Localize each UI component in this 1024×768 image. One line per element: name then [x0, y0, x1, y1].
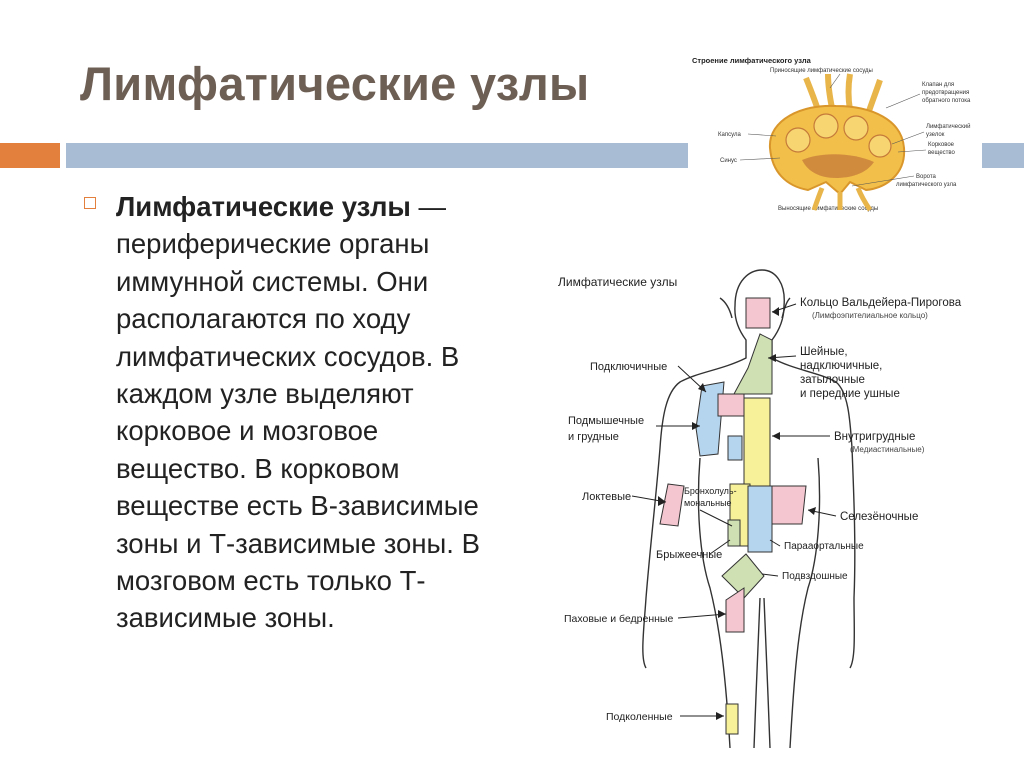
- lymph-node-body: [768, 104, 906, 196]
- region-axillary: [695, 381, 725, 457]
- accent-band-blue-right: [982, 143, 1024, 168]
- label-cortex-1: Корковое: [928, 142, 955, 148]
- leader-line: [739, 157, 781, 161]
- leader-line: [829, 73, 841, 89]
- region-subclavian: [717, 393, 745, 417]
- label-bronchopulm-1: Бронхолуль-: [684, 486, 737, 496]
- label-cervical-1: Шейные,: [800, 346, 848, 358]
- label-cervical-2: надключичные,: [800, 360, 882, 372]
- region-waldeyer: [745, 297, 771, 329]
- label-paraaortic: Парааортальные: [784, 541, 864, 552]
- efferent-vessel: [855, 187, 873, 212]
- body-paragraph: Лимфатические узлы — периферические орга…: [116, 188, 506, 637]
- label-valve-1: Клапан для: [922, 82, 954, 88]
- arrow-heads: [658, 307, 816, 720]
- accent-band-blue: [66, 143, 688, 168]
- leader-line: [897, 149, 927, 153]
- label-nodule-1: Лимфатический: [926, 123, 970, 130]
- label-cervical-3: затылочные: [800, 374, 865, 386]
- afferent-vessel: [865, 79, 883, 115]
- lymph-nodule: [785, 127, 811, 153]
- region-iliac: [721, 553, 765, 599]
- label-intrathoracic-sub: (Медиастинальные): [850, 445, 925, 454]
- label-splenic: Селезёночные: [840, 511, 918, 523]
- region-mesenteric-lower: [727, 519, 741, 547]
- lymph-nodule: [843, 115, 869, 141]
- label-cortex-2: вещество: [928, 150, 956, 156]
- label-waldeyer: Кольцо Вальдейера-Пирогова: [800, 297, 962, 309]
- slide-title: Лимфатические узлы: [80, 57, 590, 110]
- lymph-node-structure-diagram: Строение лимфатического узла Приносящие …: [692, 56, 971, 212]
- label-capsule: Капсула: [718, 132, 741, 138]
- label-iliac: Подвздошные: [782, 571, 848, 582]
- region-splenic: [771, 485, 807, 525]
- bullet-square-icon: [84, 197, 96, 209]
- label-inguinal: Паховые и бедренные: [564, 613, 673, 625]
- body-lymph-nodes-diagram: Лимфатические узлы Кольцо Вальдейера-Пир…: [558, 269, 962, 749]
- region-intrathoracic: [743, 397, 771, 487]
- node-diagram-title: Строение лимфатического узла: [692, 56, 812, 65]
- label-subclavian: Подключичные: [590, 361, 667, 373]
- body-diagram-title: Лимфатические узлы: [558, 275, 677, 289]
- label-afferent: Приносящие лимфатические сосуды: [770, 68, 873, 74]
- region-paraaortic: [747, 485, 773, 553]
- label-hilum-1: Ворота: [916, 174, 937, 180]
- body-term: Лимфатические узлы: [116, 191, 411, 222]
- region-popliteal: [725, 703, 739, 735]
- label-axillary-2: и грудные: [568, 431, 619, 443]
- leader-line: [747, 133, 777, 137]
- label-nodule-2: узелок: [926, 132, 945, 138]
- afferent-vessel: [825, 73, 835, 109]
- efferent-vessel: [811, 187, 825, 211]
- label-efferent: Выносящие лимфатические сосуды: [778, 206, 878, 212]
- body-outline: [642, 269, 856, 749]
- label-hilum-2: лимфатического узла: [896, 182, 957, 188]
- leader-line: [851, 175, 915, 187]
- lymph-nodule: [868, 134, 892, 158]
- label-popliteal: Подколенные: [606, 711, 673, 723]
- label-sinus: Синус: [720, 158, 737, 164]
- region-bronchopulm-left: [727, 435, 743, 461]
- leader-line: [885, 93, 921, 109]
- label-cubital: Локтевые: [582, 491, 631, 503]
- leader-line: [891, 131, 925, 145]
- label-bronchopulm-2: мональные: [684, 498, 732, 508]
- medulla: [802, 154, 874, 178]
- label-waldeyer-sub: (Лимфоэпителиальное кольцо): [812, 311, 928, 320]
- region-cervical: [733, 333, 773, 395]
- label-mesenteric: Брыжеечные: [656, 549, 722, 561]
- label-axillary-1: Подмышечные: [568, 415, 644, 427]
- label-valve-2: предотвращения: [922, 90, 969, 96]
- lymph-nodule: [813, 113, 839, 139]
- label-cervical-4: и передние ушные: [800, 388, 900, 400]
- region-cubital-left: [659, 483, 685, 527]
- body-definition: — периферические органы иммунной системы…: [116, 191, 480, 634]
- label-intrathoracic: Внутригрудные: [834, 431, 915, 443]
- afferent-vessel: [803, 76, 821, 111]
- region-inguinal: [725, 587, 745, 633]
- accent-band-orange: [0, 143, 60, 168]
- label-valve-3: обратного потока: [922, 98, 971, 104]
- afferent-vessel: [845, 73, 853, 111]
